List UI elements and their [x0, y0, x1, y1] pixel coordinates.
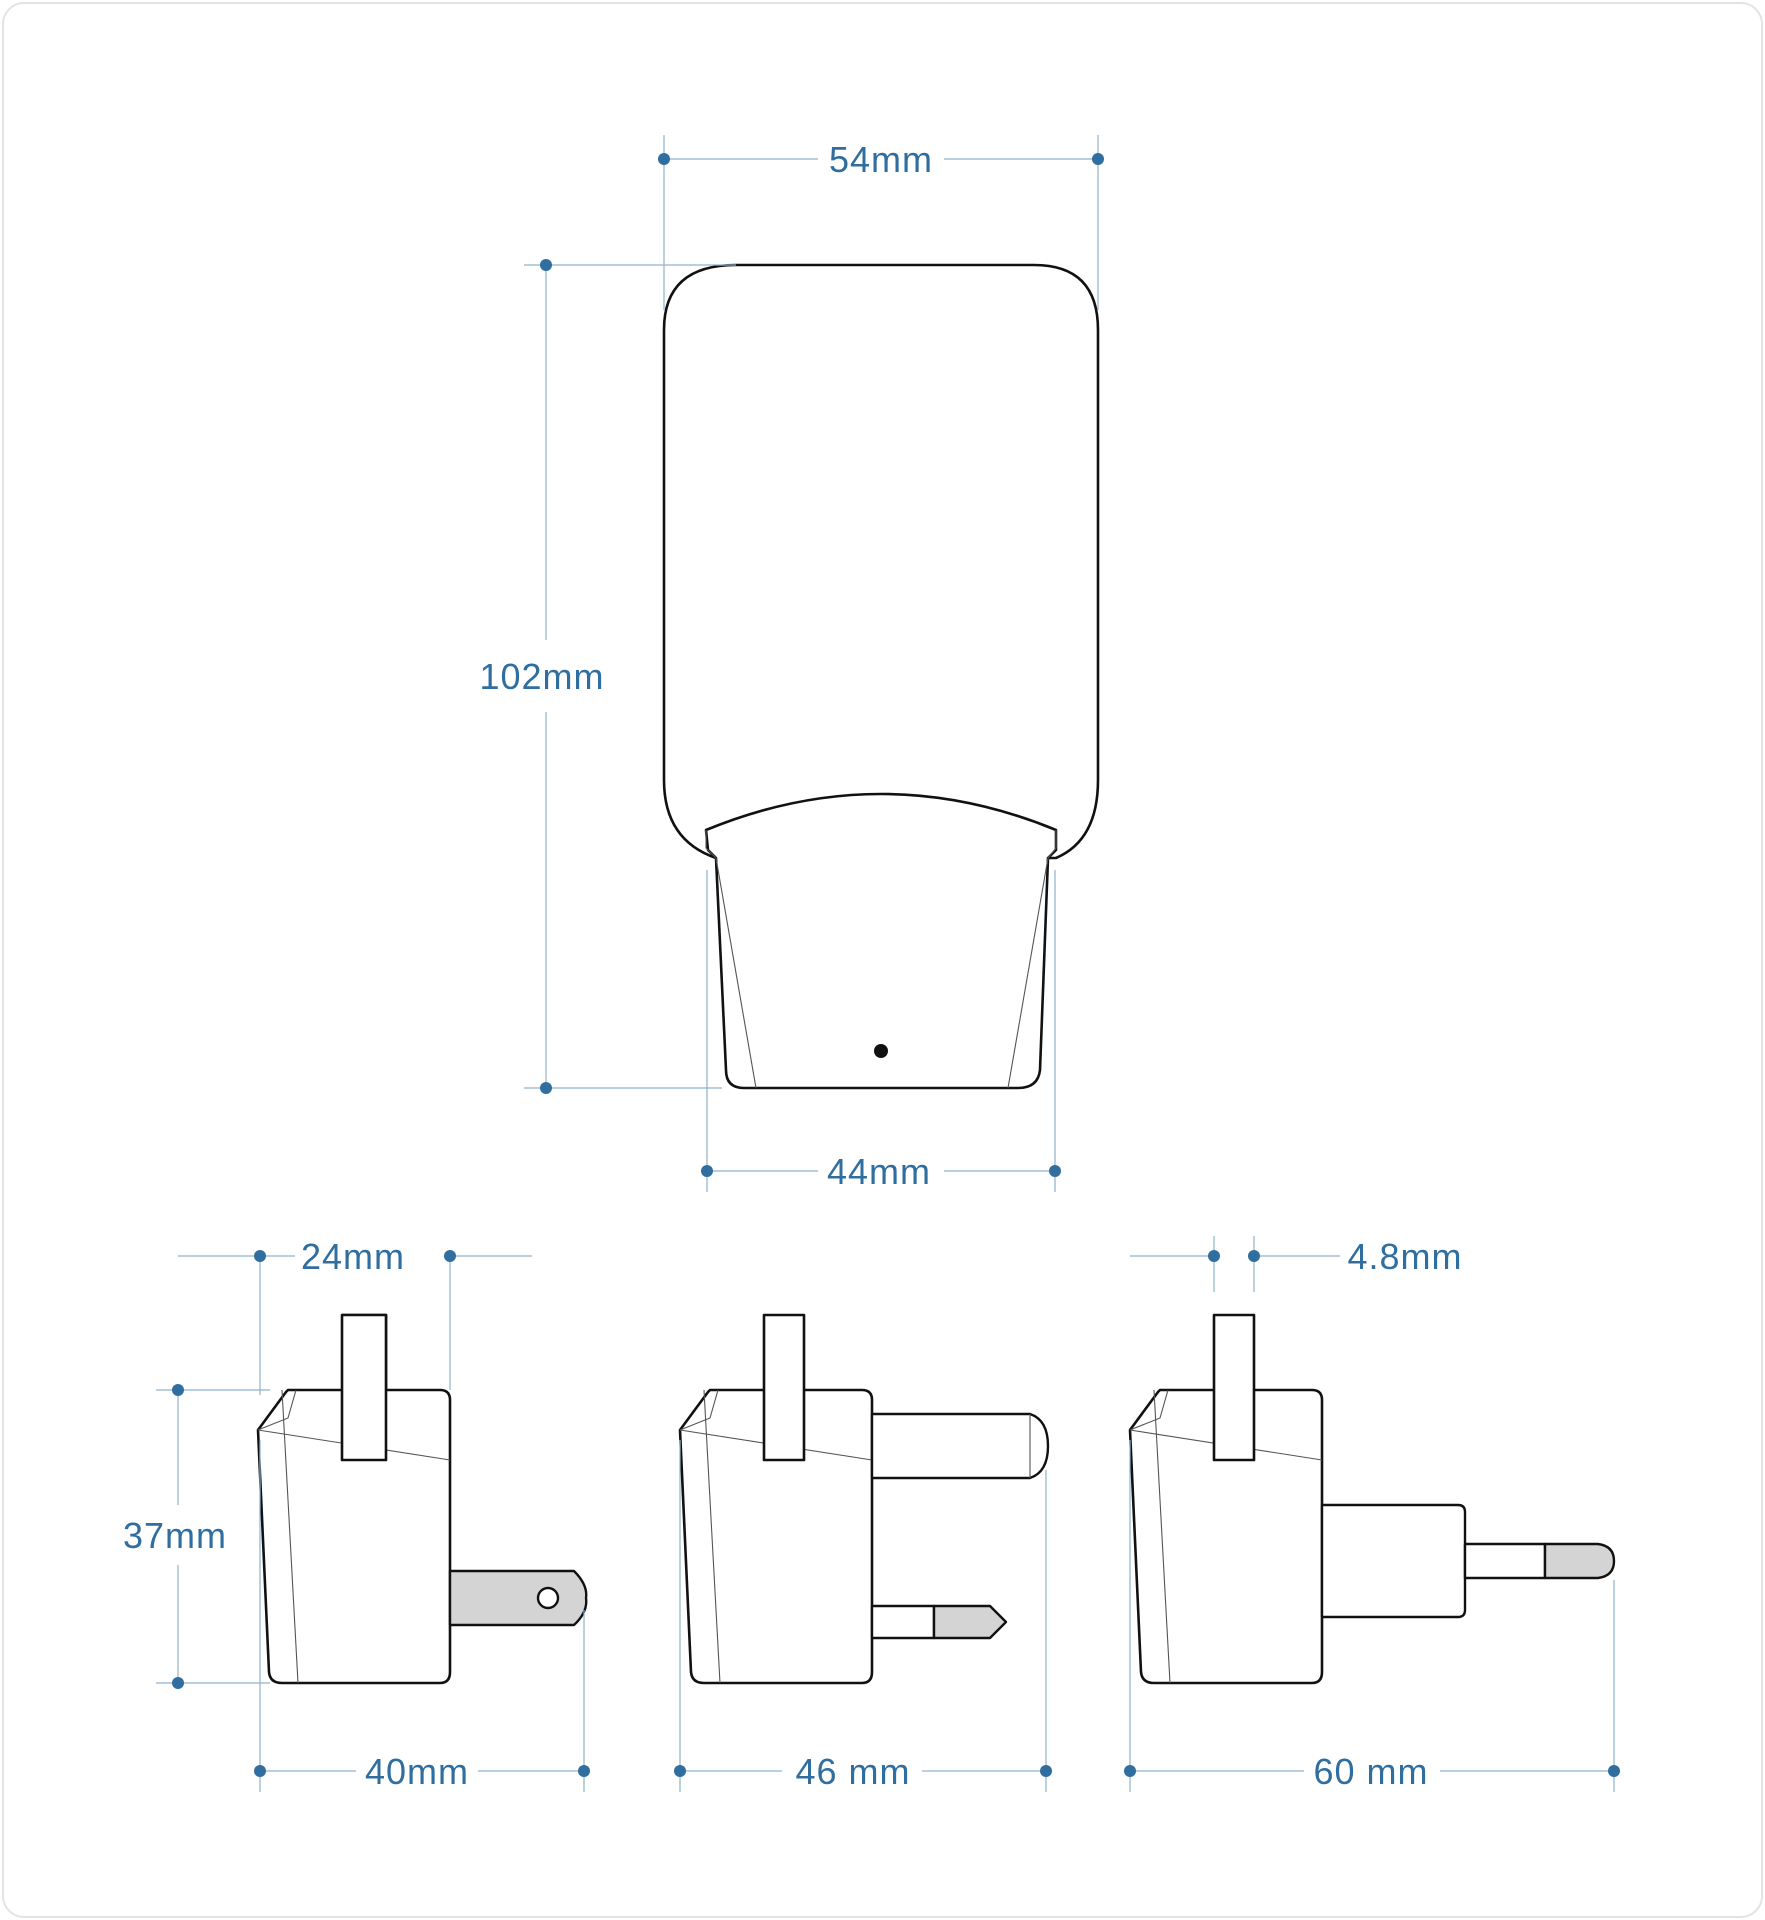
eu-pin-shaft — [1463, 1542, 1547, 1580]
adapter-body-side-uk — [678, 1388, 874, 1685]
uk-depth-label: 46 mm — [795, 1751, 910, 1792]
dim-cable-gap: 4.8mm — [1130, 1236, 1462, 1292]
adapter-body-side-us — [256, 1388, 452, 1685]
uk-earth-pin — [870, 1412, 1050, 1480]
cable-side-eu — [1212, 1313, 1256, 1462]
side-view-eu — [1128, 1313, 1616, 1685]
side-height-label: 37mm — [123, 1515, 227, 1556]
side-view-uk — [678, 1313, 1050, 1685]
dim-side-height: 37mm — [123, 1384, 270, 1689]
indicator-led-icon — [874, 1044, 888, 1058]
uk-live-pin — [870, 1604, 936, 1640]
front-bottom-width-label: 44mm — [827, 1151, 931, 1192]
side-cable-width-label: 24mm — [301, 1236, 405, 1277]
adapter-body-side-eu — [1128, 1388, 1324, 1685]
front-height-label: 102mm — [479, 656, 604, 697]
us-plug-pin — [448, 1569, 588, 1627]
cable-gap-label: 4.8mm — [1347, 1236, 1462, 1277]
dim-front-bottom-width: 44mm — [701, 870, 1061, 1192]
front-view — [662, 263, 1100, 1090]
dim-front-height: 102mm — [479, 259, 736, 1094]
us-depth-label: 40mm — [365, 1751, 469, 1792]
eu-pin-tip — [1543, 1542, 1616, 1580]
side-view-us — [256, 1313, 588, 1685]
dim-front-width: 54mm — [658, 135, 1104, 310]
plug-head-front — [704, 792, 1058, 1090]
dim-side-cable-width: 24mm — [178, 1236, 532, 1395]
dim-uk-depth: 46 mm — [674, 1440, 1052, 1792]
cable-side-us — [340, 1313, 388, 1462]
cable-side-uk — [762, 1313, 806, 1462]
dim-eu-depth: 60 mm — [1124, 1440, 1620, 1792]
eu-depth-label: 60 mm — [1313, 1751, 1428, 1792]
adapter-body-front — [662, 263, 1100, 860]
front-width-label: 54mm — [829, 139, 933, 180]
dim-us-depth: 40mm — [254, 1440, 590, 1792]
eu-plug-base — [1320, 1503, 1467, 1619]
